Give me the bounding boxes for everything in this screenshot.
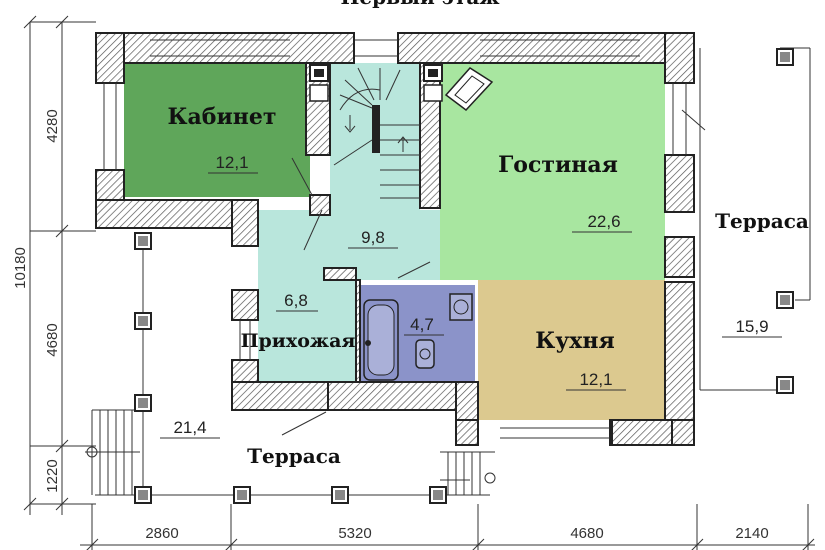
dim-bottom-0: 2860 (145, 525, 178, 542)
column-core-8 (780, 295, 790, 305)
bath-area: 4,7 (410, 315, 434, 334)
terrace-outline (85, 47, 811, 496)
bathroom-fixtures (363, 293, 473, 381)
column-core-5 (335, 490, 345, 500)
column-core-2 (138, 398, 148, 408)
column-core-4 (237, 490, 247, 500)
kitchen-label: Кухня (535, 328, 615, 354)
column-core-0 (138, 236, 148, 246)
hall-label: Прихожая (241, 330, 356, 352)
dim-left-1: 4680 (44, 323, 61, 356)
sink (449, 293, 473, 321)
room-living-fill (440, 63, 665, 280)
left-dimension-chain (23, 15, 96, 515)
office-label: Кабинет (168, 104, 277, 130)
kitchen-area: 12,1 (579, 370, 612, 389)
stair-hall-area: 9,8 (361, 228, 385, 247)
terrace-right-label: Терраса (715, 209, 809, 233)
terrace-bottom-label: Терраса (247, 444, 341, 468)
plan-title: Первый этаж (340, 0, 499, 9)
living-area: 22,6 (587, 212, 620, 231)
hall-area: 6,8 (284, 291, 308, 310)
walls (95, 32, 695, 446)
windows (103, 39, 687, 439)
dim-left-2: 1220 (44, 459, 61, 492)
columns (134, 48, 794, 504)
toilet (415, 339, 435, 369)
staircase (333, 67, 420, 199)
column-core-9 (780, 380, 790, 390)
chimneys (309, 64, 494, 112)
dim-bottom-2: 4680 (570, 525, 603, 542)
room-hall-fill (258, 210, 356, 382)
column-core-1 (138, 316, 148, 326)
column-core-7 (780, 52, 790, 62)
doors (281, 109, 706, 481)
dim-bottom-3: 2140 (735, 525, 768, 542)
terrace-bottom-area: 21,4 (173, 418, 206, 437)
dim-bottom-1: 5320 (338, 525, 371, 542)
column-core-3 (138, 490, 148, 500)
room-stair-hall-fill (330, 63, 440, 280)
dim-total-height: 10180 (12, 247, 29, 289)
room-office-fill (124, 63, 310, 197)
office-area: 12,1 (215, 153, 248, 172)
column-core-6 (433, 490, 443, 500)
bottom-dimension-chain (80, 504, 815, 550)
terrace-right-area: 15,9 (735, 317, 768, 336)
living-label: Гостиная (498, 152, 618, 178)
room-kitchen-fill (478, 280, 665, 420)
dim-left-0: 4280 (44, 109, 61, 142)
